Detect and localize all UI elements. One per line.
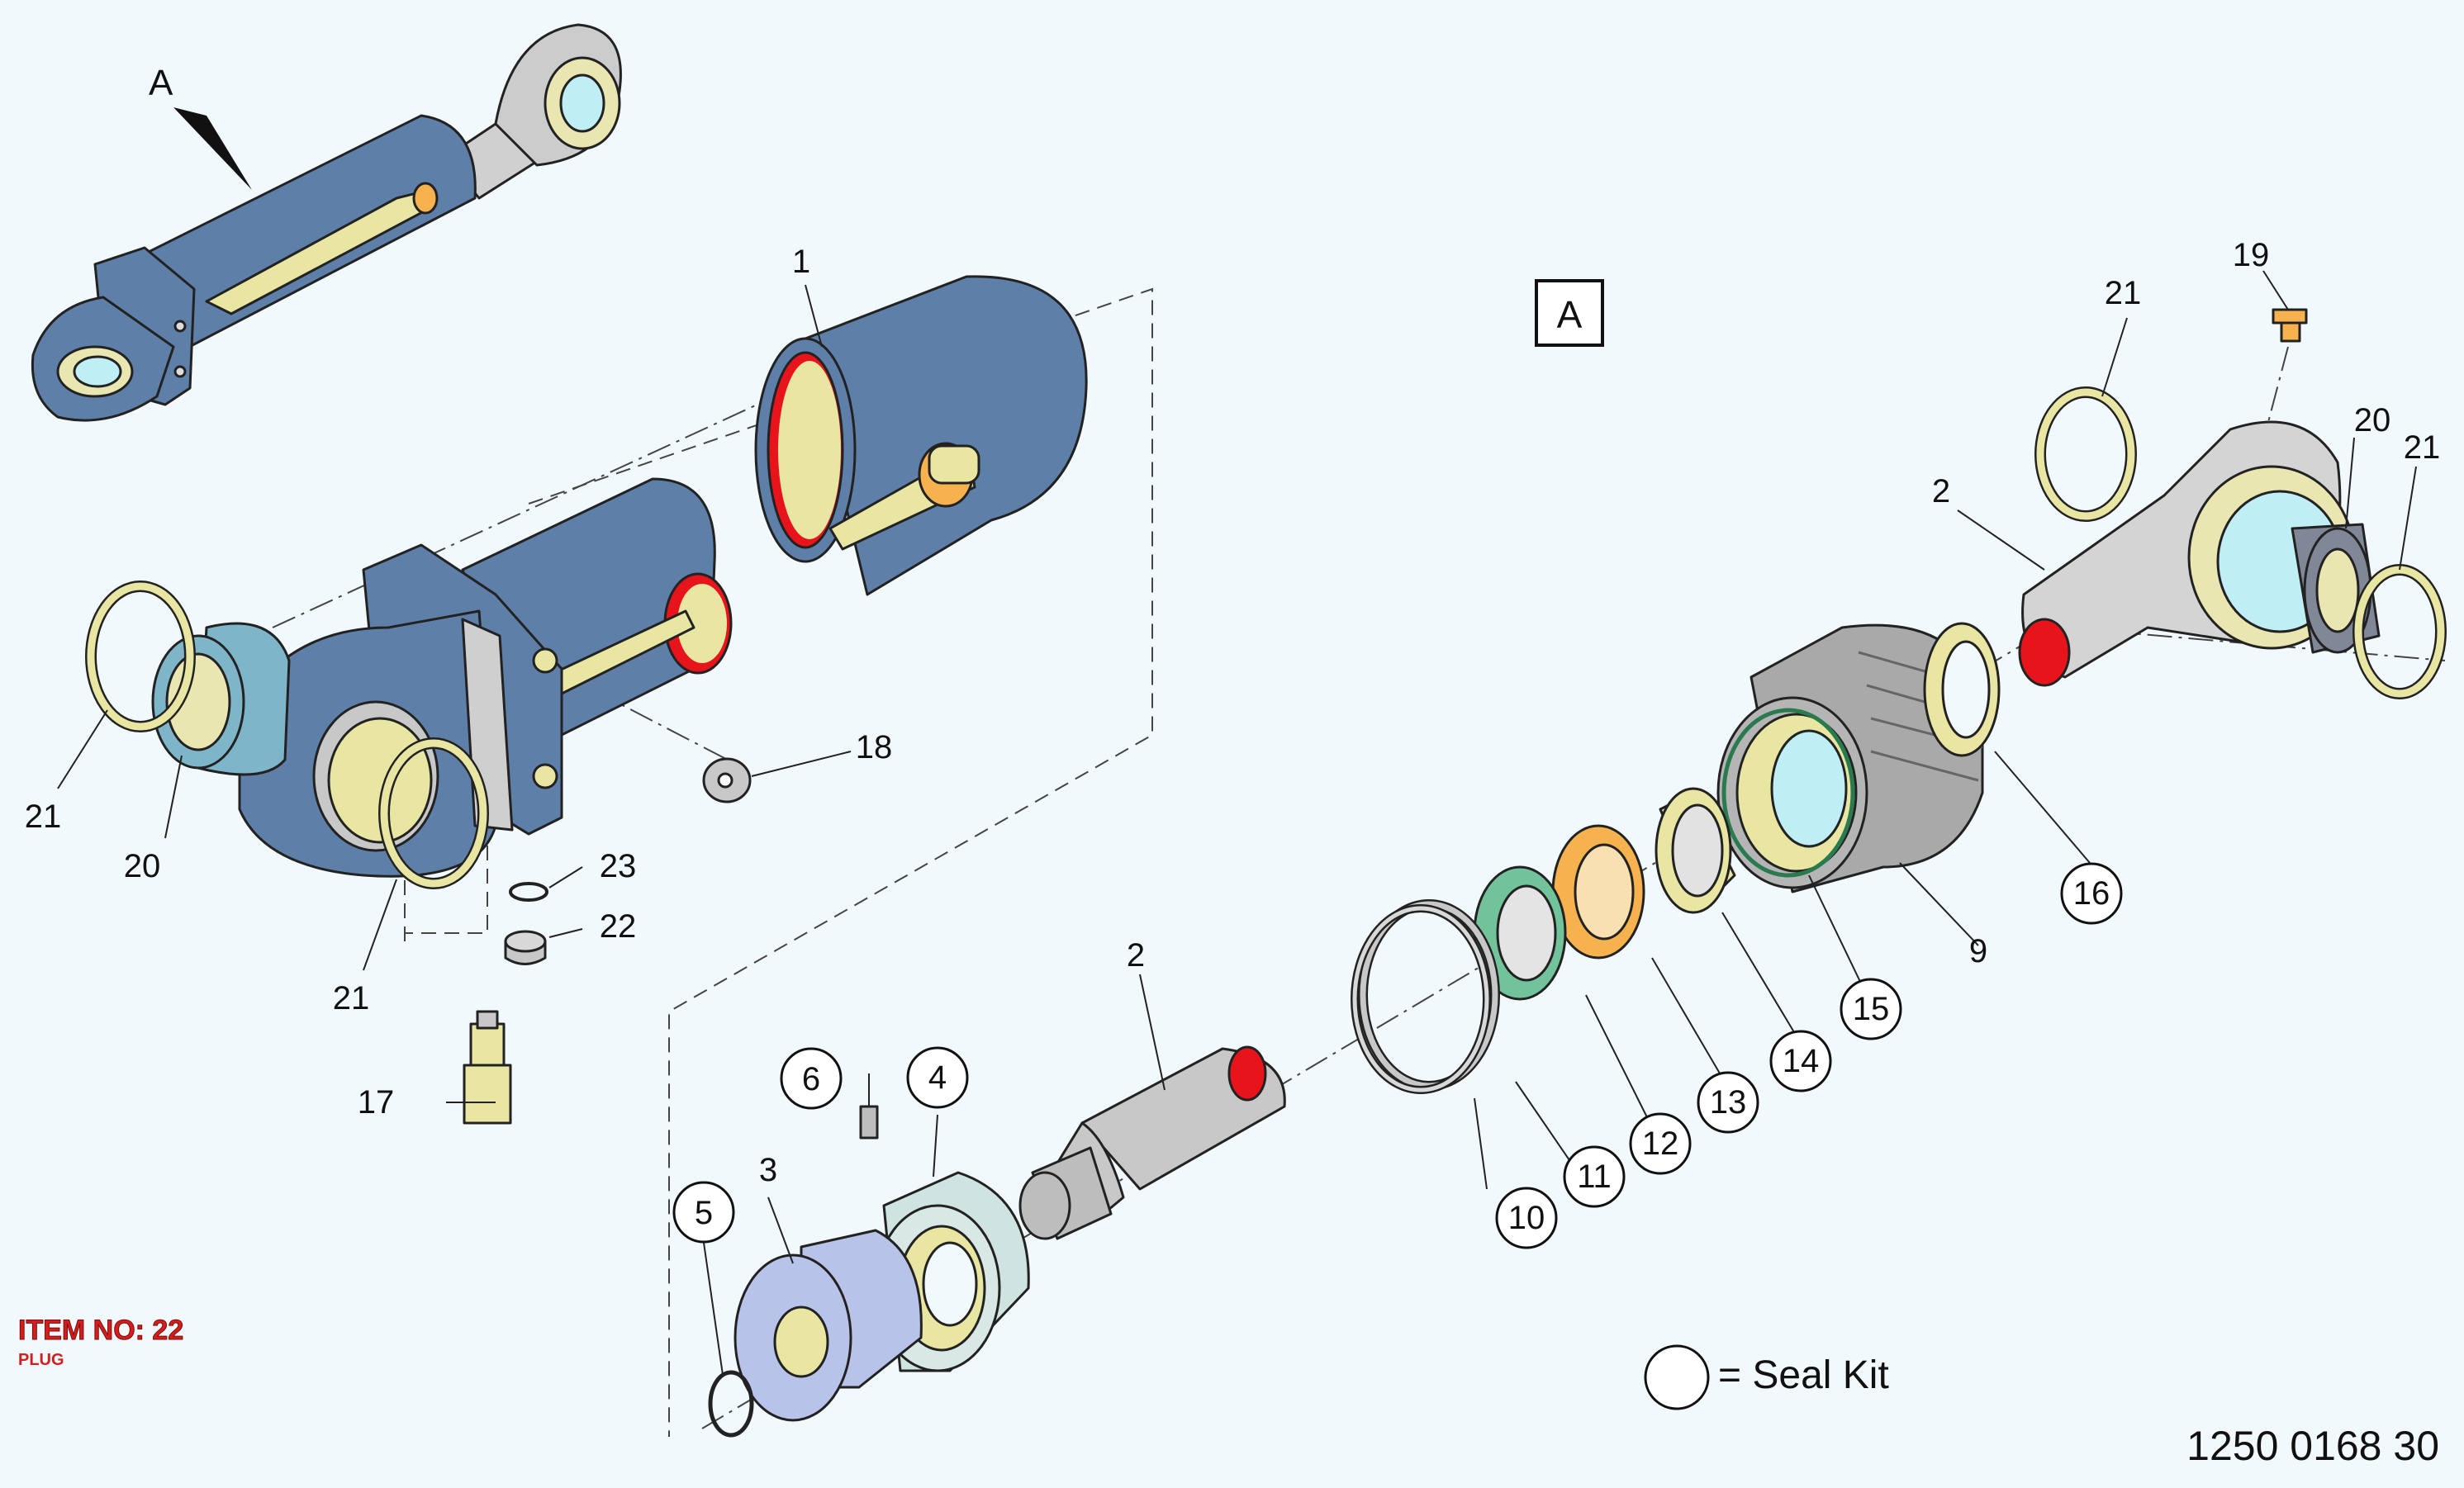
callout-21-right: 21 xyxy=(2404,429,2441,466)
callout-20-right: 20 xyxy=(2354,402,2391,438)
grease-fitting-17 xyxy=(463,1010,512,1125)
leader-lines xyxy=(57,270,2417,1376)
seal-13 xyxy=(1551,824,1645,960)
view-arrow-label: A xyxy=(149,63,173,103)
callout-22: 22 xyxy=(600,908,637,945)
callout-20-left: 20 xyxy=(124,848,161,884)
document-number: 1250 0168 30 xyxy=(2186,1423,2439,1469)
snap-ring-right-upper xyxy=(2034,386,2137,522)
callout-15: 15 xyxy=(1853,991,1890,1027)
callout-18: 18 xyxy=(856,729,893,765)
plug-22 xyxy=(504,930,547,965)
seal-12 xyxy=(1473,865,1567,1001)
callout-13: 13 xyxy=(1710,1084,1747,1121)
construction-lines xyxy=(272,287,2446,1437)
snap-ring-left xyxy=(85,581,196,732)
callout-19: 19 xyxy=(2233,237,2270,273)
snap-ring-center xyxy=(378,737,489,889)
callout-10: 10 xyxy=(1508,1200,1545,1236)
callout-2-lower: 2 xyxy=(1127,937,1145,974)
set-screw-6 xyxy=(859,1105,879,1140)
barrel-tube xyxy=(754,275,1088,596)
callout-12: 12 xyxy=(1642,1125,1679,1162)
svg-text:A: A xyxy=(1557,293,1583,336)
callout-6: 6 xyxy=(802,1061,820,1097)
callout-17: 17 xyxy=(358,1084,395,1121)
item-description: PLUG xyxy=(18,1351,64,1369)
callout-4: 4 xyxy=(928,1059,947,1096)
seal-16 xyxy=(1923,622,2001,757)
callout-3: 3 xyxy=(759,1152,777,1188)
callout-14: 14 xyxy=(1783,1043,1820,1079)
item-number-label: ITEM NO: 22 xyxy=(17,1315,184,1347)
seal-kit-circles xyxy=(672,862,2123,1410)
piston-rod xyxy=(1018,1045,1286,1240)
callout-23: 23 xyxy=(600,848,637,884)
wear-ring-14 xyxy=(1655,787,1736,914)
view-a-box: A xyxy=(1535,279,1604,347)
callout-21-left: 21 xyxy=(25,798,62,835)
callout-9: 9 xyxy=(1969,933,1987,969)
plug-18 xyxy=(702,757,752,803)
callout-11: 11 xyxy=(1577,1159,1612,1195)
grease-nipple-19 xyxy=(2272,308,2308,343)
piston-3 xyxy=(734,1229,923,1422)
callout-21-upper: 21 xyxy=(2105,275,2142,311)
oring-15 xyxy=(1721,708,1855,878)
rings-10-11 xyxy=(1351,899,1500,1094)
assembled-cylinder: A xyxy=(31,23,622,422)
oring-5 xyxy=(708,1370,754,1438)
callout-1: 1 xyxy=(792,244,810,280)
callout-2-upper: 2 xyxy=(1932,473,1950,509)
oring-23 xyxy=(509,882,548,902)
left-bushing xyxy=(151,622,291,776)
callout-labels: 1 2 2 3 4 5 6 9 10 11 12 13 14 15 16 17 … xyxy=(25,237,2441,1236)
callout-16: 16 xyxy=(2073,875,2110,912)
callout-5: 5 xyxy=(695,1195,713,1231)
seal-kit-legend: = Seal Kit xyxy=(1718,1353,1889,1397)
callout-21-center: 21 xyxy=(333,980,370,1016)
